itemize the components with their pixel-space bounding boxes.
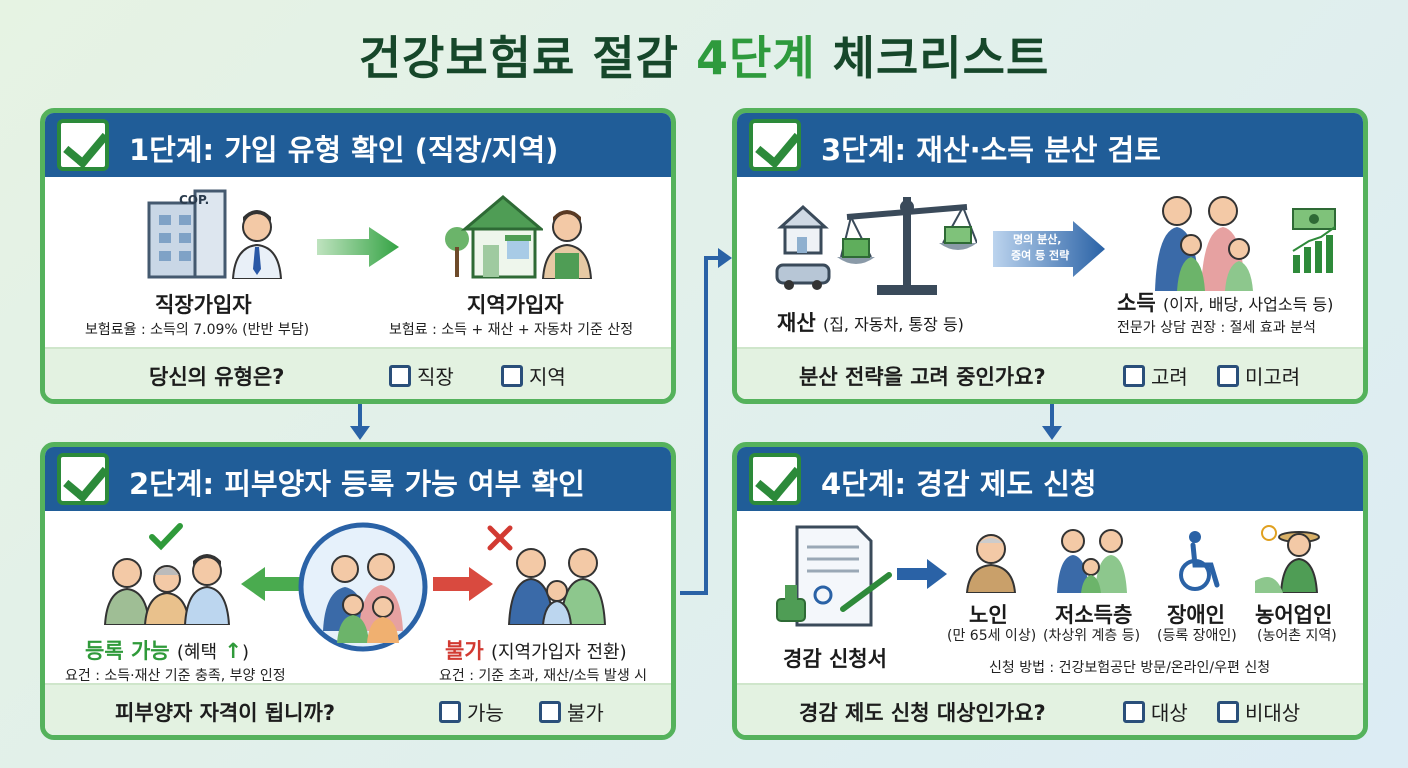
option-employee[interactable]: 직장: [389, 361, 454, 390]
regional-label: 지역가입자: [467, 293, 564, 317]
family-circle-icon: [298, 522, 428, 652]
step1-card: 1단계: 가입 유형 확인 (직장/지역) COP.: [40, 108, 676, 404]
ineligible-label: 불가 (지역가입자 전환): [445, 639, 627, 663]
step3-footer: 분산 전략을 고려 중인가요? 고려 미고려: [737, 347, 1363, 399]
house-car-icon: [775, 204, 831, 290]
step3-header: 3단계: 재산·소득 분산 검토: [737, 113, 1363, 177]
independent-family-icon: [507, 548, 607, 625]
strategy-text-1: 명의 분산,: [1013, 233, 1062, 246]
house-icon: [445, 195, 543, 279]
step1-question: 당신의 유형은?: [149, 365, 285, 389]
option-target[interactable]: 대상: [1123, 697, 1188, 726]
step4-body: 경감 신청서 노인 (만 65세 이상) 저소득층 (차상위 계층 등) 장애인…: [737, 511, 1363, 681]
option-not-consider[interactable]: 미고려: [1217, 361, 1300, 390]
option-regional[interactable]: 지역: [501, 361, 566, 390]
check-icon: [749, 119, 801, 171]
self-employed-icon: [541, 210, 593, 279]
step2-header: 2단계: 피부양자 등록 가능 여부 확인: [45, 447, 671, 511]
arrow-right-icon: [317, 227, 399, 267]
option-consider[interactable]: 고려: [1123, 361, 1188, 390]
family-income-icon: [1155, 196, 1253, 291]
group-farmer-label: 농어업인: [1255, 603, 1333, 627]
check-icon: [57, 119, 109, 171]
step1-footer: 당신의 유형은? 직장 지역: [45, 347, 671, 399]
strategy-arrow-icon: [993, 221, 1105, 277]
red-x-icon: [487, 525, 513, 551]
step4-header: 4단계: 경감 제도 신청: [737, 447, 1363, 511]
option-non-target[interactable]: 비대상: [1217, 697, 1300, 726]
step4-footer: 경감 제도 신청 대상인가요? 대상 비대상: [737, 683, 1363, 735]
group-lowincome-desc: (차상위 계층 등): [1043, 628, 1141, 644]
income-label: 소득 (이자, 배당, 사업소득 등): [1117, 291, 1334, 315]
elderly-icon: [965, 534, 1017, 593]
regional-desc: 보험료 : 소득 + 재산 + 자동차 기준 산정: [389, 322, 634, 338]
eligible-desc: 요건 : 소득·재산 기준 충족, 부양 인정: [65, 668, 286, 684]
option-possible[interactable]: 가능: [439, 697, 504, 726]
step1-header: 1단계: 가입 유형 확인 (직장/지역): [45, 113, 671, 177]
step1-body: COP. 직장가입자 보험료율 : 소득의 7.09% (반반 부담): [45, 177, 671, 345]
arrow-left-icon: [241, 567, 301, 601]
form-label: 경감 신청서: [783, 647, 887, 671]
group-elderly-label: 노인: [969, 603, 1008, 627]
page-title: 건강보험료 절감 4단계 체크리스트: [358, 31, 1050, 85]
step2-body: 등록 가능 (혜택 ↑) 요건 : 소득·재산 기준 충족, 부양 인정 불가 …: [45, 511, 671, 684]
checkbox-not-consider[interactable]: [1217, 364, 1239, 387]
step4-title: 4단계: 경감 제도 신청: [821, 467, 1097, 501]
office-building-icon: [147, 189, 227, 279]
eligible-label: 등록 가능 (혜택 ↑): [85, 639, 250, 663]
checkbox-non-target[interactable]: [1217, 700, 1239, 723]
step3-card: 3단계: 재산·소득 분산 검토 명의 분산,: [732, 108, 1368, 404]
checkbox-possible[interactable]: [439, 700, 461, 723]
step2-card: 2단계: 피부양자 등록 가능 여부 확인: [40, 442, 676, 740]
asset-label: 재산 (집, 자동차, 통장 등): [777, 311, 964, 335]
green-check-icon: [149, 523, 183, 551]
step3-title: 3단계: 재산·소득 분산 검토: [821, 133, 1161, 167]
check-icon: [749, 453, 801, 505]
checkbox-target[interactable]: [1123, 700, 1145, 723]
arrow-right-blue-icon: [897, 559, 947, 589]
group-elderly-desc: (만 65세 이상): [947, 628, 1037, 644]
checkbox-impossible[interactable]: [539, 700, 561, 723]
income-desc: 전문가 상담 권장 : 절세 효과 분석: [1117, 320, 1316, 336]
strategy-text-2: 증여 등 전략: [1011, 249, 1070, 262]
low-income-icon: [1057, 529, 1127, 593]
step4-question: 경감 제도 신청 대상인가요?: [799, 701, 1046, 725]
step4-card: 4단계: 경감 제도 신청: [732, 442, 1368, 740]
wheelchair-icon: [1179, 531, 1220, 591]
application-form-icon: [776, 525, 892, 627]
group-lowincome-label: 저소득층: [1055, 603, 1133, 627]
step2-footer: 피부양자 자격이 됩니까? 가능 불가: [45, 683, 671, 735]
application-method: 신청 방법 : 건강보험공단 방문/온라인/우편 신청: [989, 660, 1271, 676]
checkbox-employee[interactable]: [389, 364, 411, 387]
building-sign: COP.: [179, 193, 210, 207]
step2-title: 2단계: 피부양자 등록 가능 여부 확인: [129, 467, 585, 501]
money-chart-icon: [1292, 208, 1336, 273]
employee-label: 직장가입자: [155, 293, 252, 317]
balance-scale-icon: [837, 197, 977, 295]
checkbox-regional[interactable]: [501, 364, 523, 387]
step3-body: 명의 분산, 증여 등 전략 재산 (집, 자동차, 통장 등) 소득 (이자,…: [737, 177, 1363, 345]
check-icon: [57, 453, 109, 505]
group-farmer-desc: (농어촌 지역): [1257, 628, 1337, 644]
group-disabled-label: 장애인: [1167, 603, 1225, 627]
ineligible-desc: 요건 : 기준 초과, 재산/소득 발생 시: [439, 668, 648, 684]
step3-question: 분산 전략을 고려 중인가요?: [799, 365, 1046, 389]
employee-desc: 보험료율 : 소득의 7.09% (반반 부담): [85, 322, 310, 338]
group-disabled-desc: (등록 장애인): [1157, 628, 1237, 644]
step2-question: 피부양자 자격이 됩니까?: [115, 701, 336, 725]
option-impossible[interactable]: 불가: [539, 697, 604, 726]
checkbox-consider[interactable]: [1123, 364, 1145, 387]
elderly-family-icon: [103, 554, 231, 625]
step1-title: 1단계: 가입 유형 확인 (직장/지역): [129, 133, 559, 167]
farmer-icon: [1255, 525, 1320, 593]
office-worker-icon: [231, 210, 283, 279]
arrow-right-red-icon: [433, 567, 493, 601]
